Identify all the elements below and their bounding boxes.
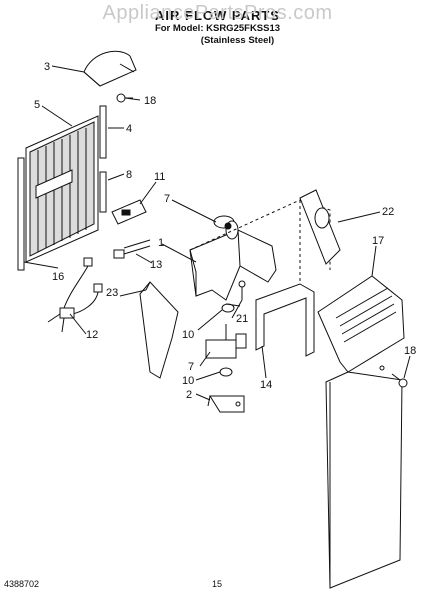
callout-7: 7 bbox=[188, 361, 194, 373]
part-21-screw bbox=[238, 280, 246, 300]
finish-line: (Stainless Steel) bbox=[200, 35, 275, 46]
part-16-side-strip bbox=[17, 157, 25, 271]
callout-10-lower: 10 bbox=[182, 375, 194, 387]
watermark-text: AppliancePartsPros.com bbox=[102, 2, 333, 24]
leader-lines bbox=[23, 65, 411, 401]
callout-13: 14 bbox=[260, 379, 272, 391]
part-17-evap-cover bbox=[317, 275, 405, 589]
part-7-motor bbox=[205, 324, 247, 359]
part-11-switch bbox=[111, 199, 147, 225]
part-22-duct bbox=[299, 189, 341, 265]
callout-14: 13 bbox=[150, 259, 162, 271]
part-4-tube bbox=[99, 105, 107, 159]
part-12-harness bbox=[47, 257, 103, 333]
callout-18-top: 18 bbox=[144, 95, 156, 107]
callout-9: 8 bbox=[126, 169, 132, 181]
diagram-title: AIR FLOW PARTS bbox=[155, 8, 280, 23]
part-10-washer-lower bbox=[219, 367, 233, 377]
part-2-bracket bbox=[207, 395, 245, 413]
part-9-tube bbox=[99, 171, 107, 213]
model-line: For Model: KSRG25FKSS13 bbox=[154, 23, 281, 34]
callout-11: 11 bbox=[154, 171, 165, 183]
part-5-grille-panel bbox=[25, 115, 99, 263]
callout-8: 7 bbox=[164, 193, 170, 205]
callout-22: 22 bbox=[382, 206, 394, 218]
part-23-duct bbox=[139, 281, 179, 379]
callout-labels: 3 18 5 4 8 11 7 22 1 17 13 16 23 21 12 1… bbox=[34, 61, 416, 401]
page-number: 15 bbox=[212, 579, 223, 589]
callout-3: 3 bbox=[44, 61, 50, 73]
part-8-fan-blade bbox=[213, 215, 239, 240]
callout-17: 17 bbox=[372, 235, 384, 247]
callout-18-right: 18 bbox=[404, 345, 416, 357]
callout-12: 12 bbox=[86, 329, 98, 341]
part-18-screw-right bbox=[391, 373, 408, 388]
callout-10-upper: 10 bbox=[182, 329, 194, 341]
part-13-gasket bbox=[255, 283, 315, 357]
callout-4: 4 bbox=[126, 123, 132, 135]
callout-2: 2 bbox=[186, 389, 192, 401]
part-14-heater bbox=[113, 239, 151, 259]
part-3-cover bbox=[83, 50, 137, 87]
part-1-fan-housing bbox=[189, 229, 277, 301]
callout-1: 1 bbox=[158, 237, 164, 249]
document-number: 4388702 bbox=[4, 579, 40, 589]
callout-5: 5 bbox=[34, 99, 40, 111]
callout-16: 16 bbox=[52, 271, 64, 283]
callout-21: 21 bbox=[236, 313, 248, 325]
callout-23: 23 bbox=[106, 287, 118, 299]
